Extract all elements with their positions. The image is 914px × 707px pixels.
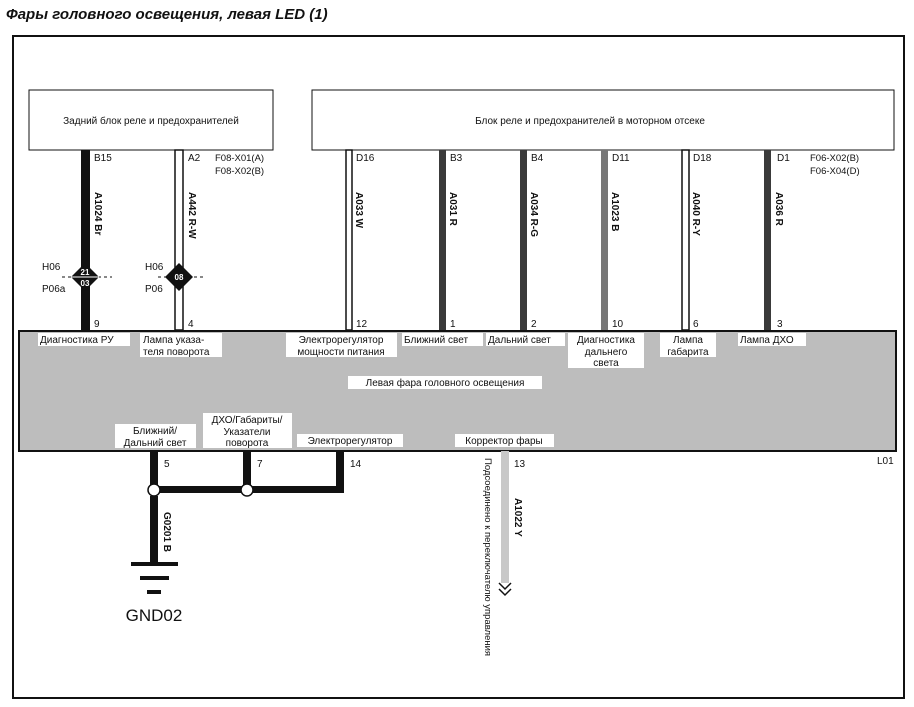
pin-dst-1: 1 bbox=[450, 319, 456, 330]
pin-dst-6: 6 bbox=[693, 319, 699, 330]
wire-label-a034: A034 R-G bbox=[528, 192, 539, 237]
label-diag-high-3: света bbox=[593, 358, 619, 369]
wire-label-a442: A442 R-W bbox=[186, 192, 197, 239]
wire-label-a031: A031 R bbox=[447, 192, 458, 227]
headlamp-label: Левая фара головного освещения bbox=[366, 377, 525, 389]
splice-right bbox=[240, 483, 254, 497]
pin-dst-9: 9 bbox=[94, 319, 100, 330]
pin-dst-10: 10 bbox=[612, 319, 624, 330]
pin-b15: B15 bbox=[94, 153, 112, 164]
wire-a031 bbox=[439, 150, 446, 330]
pin-a2: A2 bbox=[188, 153, 201, 164]
label-pin13: Корректор фары bbox=[465, 435, 542, 447]
conn-right-num: 08 bbox=[175, 273, 184, 282]
label-turn-1: Лампа указа- bbox=[143, 335, 204, 346]
wire-a442 bbox=[174, 149, 184, 331]
ground-bar-2 bbox=[140, 576, 169, 580]
pin-dst-4: 4 bbox=[188, 319, 194, 330]
label-pin7-2: Указатели bbox=[224, 427, 271, 438]
label-marker-2: габарита bbox=[667, 346, 709, 358]
wire-a040 bbox=[681, 149, 690, 331]
wire-a1022 bbox=[501, 451, 509, 583]
pin-dst-14: 14 bbox=[350, 459, 362, 470]
label-diag-ru: Диагностика РУ bbox=[40, 335, 114, 346]
wire-a034 bbox=[520, 150, 527, 330]
pin-d1: D1 bbox=[777, 153, 790, 164]
wire-g0201 bbox=[150, 496, 158, 562]
inline-connector-right: 08 bbox=[165, 263, 193, 291]
label-pin7-1: ДХО/Габариты/ bbox=[212, 414, 283, 426]
wire-label-a1024: A1024 Br bbox=[92, 192, 103, 235]
ground-name: GND02 bbox=[126, 606, 183, 625]
pin-dst-2: 2 bbox=[531, 319, 537, 330]
label-diag-high-1: Диагностика bbox=[577, 335, 635, 346]
conn-left-bottom-num: 03 bbox=[81, 279, 90, 288]
label-pin5-1: Ближний/ bbox=[133, 426, 177, 437]
wire-label-a1023: A1023 B bbox=[609, 192, 620, 231]
pin-dst-3: 3 bbox=[777, 319, 783, 330]
pin-d11: D11 bbox=[612, 153, 630, 164]
conn-h06-left: H06 bbox=[42, 262, 61, 273]
label-pin7-3: поворота bbox=[226, 438, 269, 449]
ground-bar-1 bbox=[131, 562, 178, 566]
conn-f08-x01: F08-X01(A) bbox=[215, 153, 264, 164]
pin-b4: B4 bbox=[531, 153, 544, 164]
headlamp-id: L01 bbox=[877, 456, 894, 467]
splice-left bbox=[147, 483, 161, 497]
pin-b3: B3 bbox=[450, 153, 463, 164]
wire-label-a1022: A1022 Y bbox=[512, 498, 523, 537]
pin-d16: D16 bbox=[356, 153, 375, 164]
label-diag-high-2: дальнего bbox=[585, 347, 628, 358]
engine-relay-block bbox=[311, 89, 895, 151]
label-marker-1: Лампа bbox=[673, 335, 703, 346]
wire-a036 bbox=[764, 150, 771, 330]
label-high-beam: Дальний свет bbox=[488, 335, 551, 346]
wire-label-a033: A033 W bbox=[353, 192, 364, 229]
wire-label-a036: A036 R bbox=[773, 192, 784, 227]
rear-relay-block-label: Задний блок реле и предохранителей bbox=[63, 115, 239, 127]
label-low-beam: Ближний свет bbox=[404, 335, 468, 346]
conn-p06-right: P06 bbox=[145, 284, 163, 295]
continuation-arrow-icon bbox=[498, 582, 512, 597]
wire-a1024 bbox=[81, 150, 90, 330]
rear-relay-block bbox=[28, 89, 274, 151]
diagram-title: Фары головного освещения, левая LED (1) bbox=[6, 6, 328, 23]
pin-dst-5: 5 bbox=[164, 459, 170, 470]
label-power-1: Электрорегулятор bbox=[299, 335, 384, 346]
pin-d18: D18 bbox=[693, 153, 712, 164]
conn-f06-x02: F06-X02(B) bbox=[810, 153, 859, 164]
wire-label-a040: A040 R-Y bbox=[690, 192, 701, 236]
pin-dst-13: 13 bbox=[514, 459, 526, 470]
engine-relay-block-label: Блок реле и предохранителей в моторном о… bbox=[475, 116, 705, 127]
diagram-frame bbox=[12, 35, 905, 699]
label-pin14: Электрорегулятор bbox=[308, 436, 393, 447]
wire-a033 bbox=[345, 149, 353, 331]
pin-dst-7: 7 bbox=[257, 459, 263, 470]
conn-left-top-num: 21 bbox=[81, 268, 90, 277]
inline-connector-left: 21 03 bbox=[71, 263, 99, 291]
ground-bar-3 bbox=[147, 590, 161, 594]
corrector-note: Подсоединено к переключателю управления bbox=[482, 458, 493, 656]
conn-f06-x04: F06-X04(D) bbox=[810, 166, 860, 177]
label-power-2: мощности питания bbox=[297, 347, 384, 358]
label-pin5-2: Дальний свет bbox=[124, 438, 187, 449]
wire-label-g0201: G0201 B bbox=[161, 512, 172, 552]
wire-a1023 bbox=[601, 150, 608, 330]
conn-p06a-left: P06a bbox=[42, 284, 66, 295]
conn-h06-right: H06 bbox=[145, 262, 164, 273]
label-drl: Лампа ДХО bbox=[740, 335, 794, 346]
label-turn-2: теля поворота bbox=[143, 347, 210, 358]
pin-dst-12: 12 bbox=[356, 319, 368, 330]
conn-f08-x02: F08-X02(B) bbox=[215, 166, 264, 177]
